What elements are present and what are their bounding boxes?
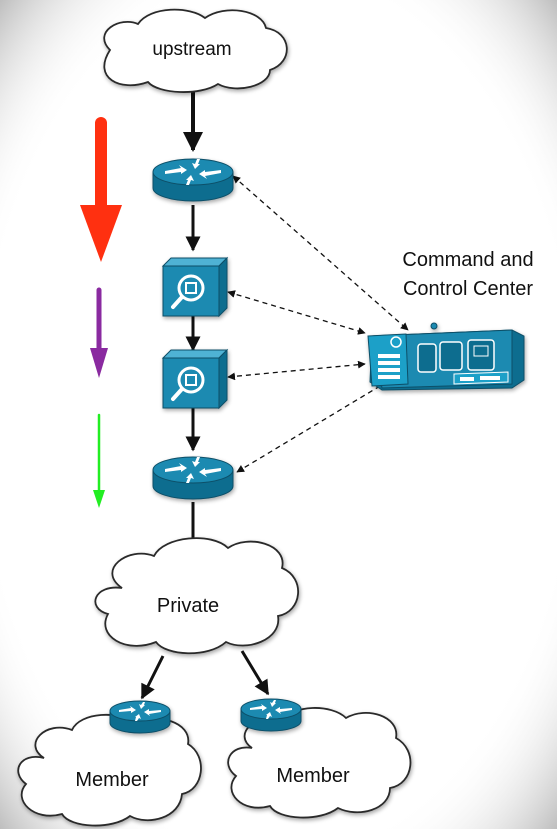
member-left-cloud	[17, 713, 202, 827]
upstream-label: upstream	[152, 39, 231, 60]
member-left-label: Member	[75, 769, 149, 791]
cloud-icon	[103, 8, 288, 93]
router-icon	[109, 700, 171, 734]
command-label-line1: Command and	[402, 249, 533, 271]
control-console-icon	[367, 322, 525, 391]
inspection-box-icon	[161, 256, 229, 318]
command-label-line2: Control Center	[403, 278, 533, 300]
private-label: Private	[157, 595, 219, 617]
router-icon	[152, 456, 234, 500]
control-links	[227, 175, 409, 473]
upstream-cloud	[103, 8, 288, 93]
inspection-box-icon	[161, 348, 229, 410]
green-traffic-arrow	[93, 413, 105, 508]
red-traffic-arrow	[80, 117, 122, 262]
member-right-label: Member	[276, 765, 350, 787]
router-icon	[240, 698, 302, 732]
private-cloud	[94, 537, 299, 655]
router-icon	[152, 158, 234, 202]
cloud-icon	[17, 713, 202, 827]
cloud-icon	[94, 537, 299, 655]
purple-traffic-arrow	[90, 287, 108, 378]
